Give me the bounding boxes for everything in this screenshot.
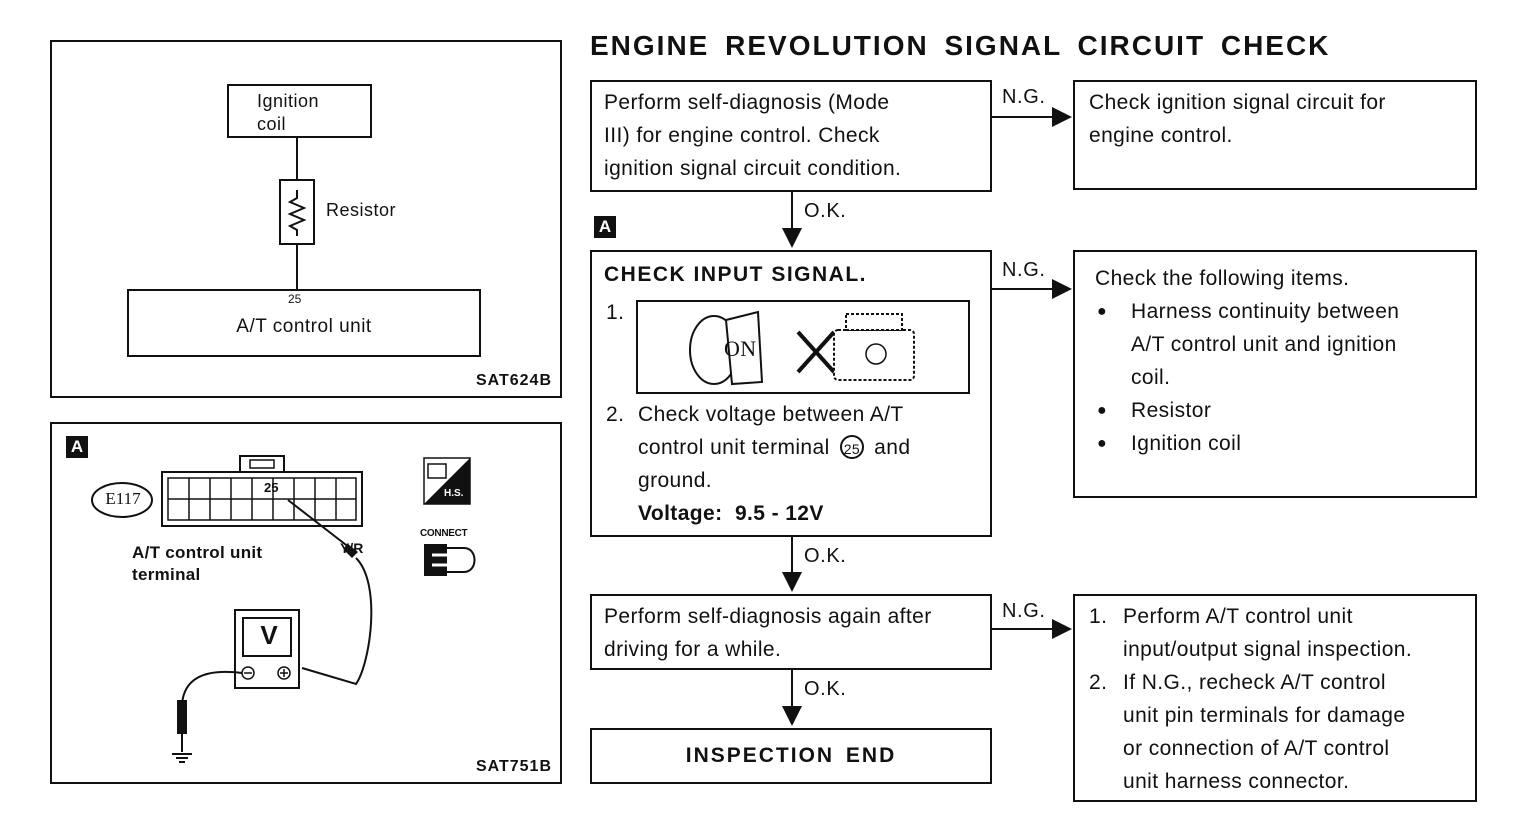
step3-line1: Perform self-diagnosis again after bbox=[604, 605, 932, 628]
check-item-ignition-coil: Ignition coil bbox=[1095, 427, 1455, 460]
voltage-spec: Voltage: 9.5 - 12V bbox=[638, 502, 824, 525]
inspection-item-1: 1. Perform A/T control unit input/output… bbox=[1089, 600, 1461, 666]
step2-item2: 2. Check voltage between A/T control unit… bbox=[606, 398, 910, 530]
step-tag: A bbox=[66, 436, 88, 458]
ignition-engine-illustration: ON bbox=[636, 300, 970, 394]
inspection-item-2-line4: unit harness connector. bbox=[1123, 770, 1350, 793]
connector-id-oval bbox=[91, 482, 153, 518]
inspection-item-2-line3: or connection of A/T control bbox=[1123, 737, 1390, 760]
harness-side-label: H.S. bbox=[444, 488, 464, 499]
terminal-number: 25 bbox=[288, 292, 302, 306]
ignition-on-label: ON bbox=[724, 336, 757, 361]
meter-label: V bbox=[260, 620, 278, 650]
unit-terminal-label-line1: A/T control unit bbox=[132, 543, 263, 562]
check-item-harness-line3: coil. bbox=[1131, 366, 1171, 389]
check-item-harness-line1: Harness continuity between bbox=[1131, 300, 1400, 323]
voltage-check-panel: A bbox=[50, 422, 562, 784]
unit-terminal-label: A/T control unit terminal bbox=[132, 542, 262, 586]
result1-line2: engine control. bbox=[1089, 124, 1233, 147]
ng-label-3: N.G. bbox=[1002, 600, 1046, 622]
step-tag: A bbox=[594, 216, 616, 238]
step-self-diagnosis-again: Perform self-diagnosis again after drivi… bbox=[590, 594, 992, 670]
inspection-item-2: 2. If N.G., recheck A/T control unit pin… bbox=[1089, 666, 1461, 798]
ng-label-2: N.G. bbox=[1002, 259, 1046, 281]
step2-item2-num: 2. bbox=[606, 403, 625, 426]
inspection-end: INSPECTION END bbox=[590, 728, 992, 784]
wiring-diagram bbox=[127, 84, 481, 357]
step2-heading: CHECK INPUT SIGNAL. bbox=[604, 263, 868, 286]
step2-item1-num: 1. bbox=[606, 301, 625, 324]
unit-terminal-label-line2: terminal bbox=[132, 565, 201, 584]
page-title: ENGINE REVOLUTION SIGNAL CIRCUIT CHECK bbox=[590, 30, 1331, 61]
check-items-list: Harness continuity between A/T control u… bbox=[1095, 295, 1455, 460]
result-check-items: Check the following items. Harness conti… bbox=[1073, 250, 1477, 498]
step2-item2-text2a: control unit terminal bbox=[638, 436, 830, 459]
step-check-input-signal: CHECK INPUT SIGNAL. 1. ON 2. Check voltag… bbox=[590, 250, 992, 537]
control-unit-label: A/T control unit bbox=[236, 316, 372, 337]
check-item-resistor: Resistor bbox=[1095, 394, 1455, 427]
ignition-coil-label: Ignition coil bbox=[257, 91, 320, 134]
result-control-unit-inspection: 1. Perform A/T control unit input/output… bbox=[1073, 594, 1477, 802]
wire-color-label: Y/R bbox=[340, 540, 364, 556]
inspection-item-1-line2: input/output signal inspection. bbox=[1123, 638, 1413, 661]
step2-item2-text2b: and bbox=[874, 436, 911, 459]
result-ignition-check: Check ignition signal circuit for engine… bbox=[1073, 80, 1477, 190]
figure-code: SAT624B bbox=[475, 372, 552, 389]
step2-item2-line2: control unit terminal 25 and bbox=[606, 431, 910, 464]
terminal-circle: 25 bbox=[839, 435, 864, 459]
figure-code: SAT751B bbox=[475, 758, 552, 775]
ng-label-1: N.G. bbox=[1002, 86, 1046, 108]
step2-item2-line3: ground. bbox=[638, 469, 713, 492]
step1-line3: ignition signal circuit condition. bbox=[604, 157, 902, 180]
step1-line2: III) for engine control. Check bbox=[604, 124, 880, 147]
resistor-symbol bbox=[287, 190, 307, 236]
resistor-label: Resistor bbox=[326, 200, 397, 220]
inspection-list: 1. Perform A/T control unit input/output… bbox=[1089, 600, 1461, 798]
pin-number: 25 bbox=[264, 480, 279, 495]
ok-label-3: O.K. bbox=[804, 678, 847, 700]
inspection-item-2-num: 2. bbox=[1089, 671, 1108, 694]
inspection-item-2-line2: unit pin terminals for damage bbox=[1123, 704, 1406, 727]
connect-icon bbox=[424, 544, 447, 576]
voltage-check-diagram bbox=[91, 455, 476, 763]
connect-label: CONNECT bbox=[420, 528, 468, 539]
step2-item2-line1: 2. Check voltage between A/T bbox=[606, 398, 910, 431]
step2-item2-text1: Check voltage between A/T bbox=[638, 403, 904, 426]
inspection-item-2-line1: If N.G., recheck A/T control bbox=[1123, 671, 1386, 694]
step-self-diagnosis: Perform self-diagnosis (Mode III) for en… bbox=[590, 80, 992, 192]
inspection-item-1-num: 1. bbox=[1089, 605, 1108, 628]
step1-line1: Perform self-diagnosis (Mode bbox=[604, 91, 890, 114]
result2-heading: Check the following items. bbox=[1095, 267, 1350, 290]
check-item-harness-line2: A/T control unit and ignition bbox=[1131, 333, 1397, 356]
step3-line2: driving for a while. bbox=[604, 638, 782, 661]
check-item-harness: Harness continuity between A/T control u… bbox=[1095, 295, 1455, 394]
inspection-item-1-line1: Perform A/T control unit bbox=[1123, 605, 1353, 628]
result1-line1: Check ignition signal circuit for bbox=[1089, 91, 1386, 114]
connector-id: E117 bbox=[105, 489, 141, 508]
ok-label-1: O.K. bbox=[804, 200, 847, 222]
wiring-diagram-panel: Ignition coil Resistor 25 A/T control un… bbox=[50, 40, 562, 398]
ok-label-2: O.K. bbox=[804, 545, 847, 567]
